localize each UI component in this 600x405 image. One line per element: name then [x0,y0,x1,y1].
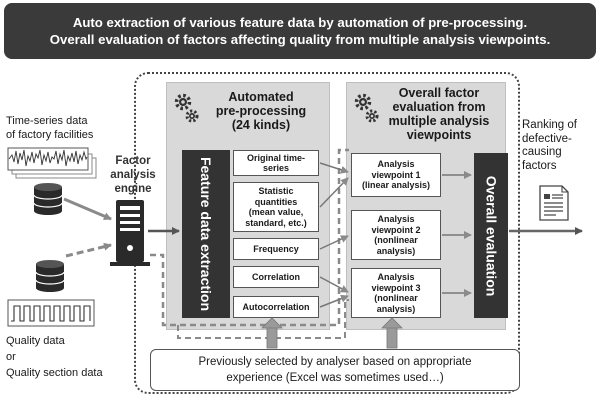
engine-label-line: analysis [110,169,156,181]
item-text: Autocorrelation [242,301,310,312]
viewpoint-text: (linear analysis) [361,180,431,191]
note-up-arrow [381,317,403,349]
item-to-viewpoint-arrow [319,235,349,250]
note-up-arrow [261,317,283,349]
header-line-2: Overall evaluation of factors affecting … [49,32,551,47]
preproc-item-statistic-quantities: Statistic quantities (mean value, standa… [233,182,319,232]
quality-dashed-flow [150,148,349,327]
viewpoint-text: analysis) [376,303,416,314]
preprocessing-title-line-3: (24 kinds) [231,118,291,132]
preproc-item-original-timeseries: Original time- series [233,150,319,176]
viewpoint-text: Analysis [377,214,415,224]
gear-icon [365,109,379,123]
server-icon [110,200,150,266]
preprocessing-title-line-2: pre-processing [215,104,307,118]
item-text: Correlation [251,271,300,282]
item-text: Frequency [253,243,299,254]
item-to-viewpoint-arrow [319,177,349,208]
timeseries-input-arrow [63,197,112,221]
quality-waveform-icon [7,299,95,327]
quality-dashed-flow-2 [177,299,349,339]
document-icon [539,185,569,221]
output-label: Ranking of defective- causing factors [522,119,598,173]
database-icon [33,183,63,215]
quality-input-arrow [65,242,112,258]
viewpoint-text: (nonlinear [374,293,418,303]
header-line-1: Auto extraction of various feature data … [72,15,528,30]
viewpoint-text: Analysis [377,159,415,170]
item-text: standard, etc.) [245,217,307,228]
timeseries-label-line: of factory facilities [6,129,94,141]
viewpoint-text: analysis) [376,245,416,256]
timeseries-label-line: Time-series data [6,115,88,127]
evaluation-title-line-4: viewpoints [406,128,472,142]
timeseries-waveform-icon [7,147,97,179]
analysis-viewpoint-1: Analysis viewpoint 1 (linear analysis) [351,153,441,197]
preproc-item-autocorrelation: Autocorrelation [233,296,319,318]
gear-icon [354,93,372,111]
item-to-viewpoint-arrow [319,294,349,308]
viewpoint-text: viewpoint 1 [371,169,421,180]
quality-label-line: Quality section data [6,367,103,379]
preproc-item-frequency: Frequency [233,238,319,260]
overall-evaluation-bar: Overall evaluation [474,153,508,318]
output-label-line: defective- [522,132,572,145]
gear-icon [185,109,199,123]
preprocessing-title-line-1: Automated [228,90,294,104]
analyst-selection-note: Previously selected by analyser based on… [150,349,520,391]
quality-label-line: or [6,351,16,363]
output-label-line: Ranking of [522,119,577,131]
item-text: Statistic [258,186,294,196]
evaluation-title-line-2: evaluation from [392,100,486,114]
preprocessing-title: Automated pre-processing (24 kinds) [196,90,326,132]
evaluation-title: Overall factor evaluation from multiple … [374,86,504,142]
item-text: Original time- [246,152,305,163]
analysis-viewpoint-2: Analysis viewpoint 2 (nonlinear analysis… [351,210,441,260]
output-label-line: factors [522,159,557,172]
viewpoint-text: Analysis [377,272,415,282]
analysis-viewpoint-3: Analysis viewpoint 3 (nonlinear analysis… [351,268,441,318]
item-text: (mean value, [248,207,304,217]
engine-label-line: engine [114,183,152,195]
preproc-item-correlation: Correlation [233,266,319,288]
note-line: experience (Excel was sometimes used…) [226,372,444,384]
timeseries-label: Time-series data of factory facilities [6,114,136,142]
item-to-viewpoint-arrow [319,162,349,174]
evaluation-title-line-1: Overall factor [398,86,480,100]
viewpoint-text: (nonlinear [374,235,418,245]
note-line: Previously selected by analyser based on… [198,356,472,368]
engine-label: Factor analysis engine [103,154,163,196]
viewpoint-text: viewpoint 2 [371,224,421,235]
item-to-viewpoint-arrow [319,276,349,293]
database-icon [35,260,65,292]
quality-label-line: Quality data [6,335,65,347]
feature-extraction-bar: Feature data extraction [182,150,230,318]
evaluation-title-line-3: multiple analysis [388,114,490,128]
gear-icon [174,93,192,111]
engine-label-line: Factor [115,155,151,167]
item-text: quantities [254,196,298,207]
output-label-line: causing [522,146,562,158]
header-banner: Auto extraction of various feature data … [4,3,596,59]
quality-label: Quality data or Quality section data [6,333,146,381]
viewpoint-text: viewpoint 3 [371,282,421,293]
item-text: series [262,163,289,173]
